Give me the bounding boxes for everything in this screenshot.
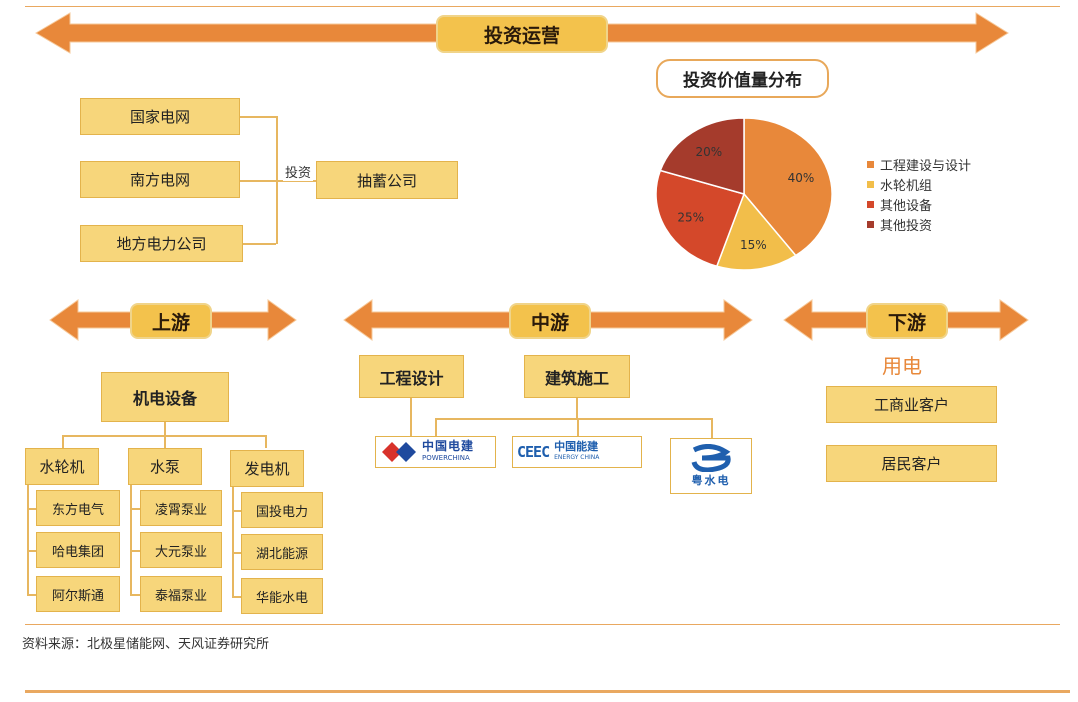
- connector: [232, 596, 241, 598]
- connector: [164, 422, 166, 435]
- pie-slice-label: 25%: [677, 210, 704, 224]
- powerchina-mark-icon: [382, 442, 416, 462]
- investor-local-power: 地方电力公司: [80, 225, 243, 262]
- connector: [711, 418, 713, 438]
- supplier-dongfang: 东方电气: [36, 490, 120, 526]
- energy-china-mark: CEEC: [517, 443, 550, 461]
- section-upstream-label: 上游: [130, 303, 212, 339]
- supplier-alstom: 阿尔斯通: [36, 576, 120, 612]
- supplier-huaneng-hydro: 华能水电: [241, 578, 323, 614]
- supplier-hubei-energy: 湖北能源: [241, 534, 323, 570]
- logo-energy-china: CEEC 中国能建 ENERGY CHINA: [512, 436, 642, 468]
- connector: [130, 485, 132, 595]
- connector: [130, 550, 140, 552]
- legend-item: 其他设备: [867, 194, 971, 214]
- invest-edge-label: 投资: [283, 162, 314, 181]
- pie-title: 投资价值量分布: [656, 59, 829, 98]
- powerchina-cn: 中国电建: [422, 439, 475, 453]
- legend-label: 水轮机组: [880, 178, 933, 194]
- group-generator: 发电机: [230, 450, 304, 487]
- midstream-construction: 建筑施工: [524, 355, 630, 398]
- midstream-design: 工程设计: [359, 355, 464, 398]
- top-rule: [25, 6, 1060, 7]
- yueshuidian-cn: 粤水电: [691, 474, 731, 487]
- connector: [240, 116, 276, 118]
- connector: [232, 510, 241, 512]
- pie-slice-label: 20%: [695, 145, 722, 159]
- legend-item: 水轮机组: [867, 174, 971, 194]
- legend-label: 其他设备: [880, 198, 933, 214]
- connector: [27, 508, 36, 510]
- pie-slice-label: 15%: [740, 238, 767, 252]
- legend-item: 其他投资: [867, 214, 971, 234]
- supplier-sdic-power: 国投电力: [241, 492, 323, 528]
- group-turbine: 水轮机: [25, 448, 99, 485]
- legend-swatch: [867, 200, 874, 208]
- connector: [577, 418, 579, 436]
- connector: [232, 552, 241, 554]
- energy-china-en: ENERGY CHINA: [554, 454, 600, 461]
- connector: [62, 435, 64, 448]
- legend-swatch: [867, 220, 874, 228]
- downstream-title: 用电: [882, 354, 922, 378]
- pumped-storage-company: 抽蓄公司: [316, 161, 458, 199]
- connector: [410, 398, 412, 436]
- pie-slice: [715, 192, 797, 271]
- customer-residential: 居民客户: [826, 445, 997, 482]
- powerchina-en: POWERCHINA: [422, 454, 470, 462]
- supplier-dayuan: 大元泵业: [140, 532, 222, 568]
- logo-powerchina: 中国电建 POWERCHINA: [375, 436, 496, 468]
- connector: [130, 594, 140, 596]
- rule-above-source: [25, 624, 1060, 625]
- connector: [576, 398, 578, 418]
- connector: [27, 550, 36, 552]
- connector: [265, 435, 267, 448]
- connector: [276, 116, 278, 244]
- section-downstream-label: 下游: [866, 303, 948, 339]
- connector: [232, 487, 234, 597]
- logo-yueshuidian: 粤水电: [670, 438, 752, 494]
- supplier-harbin: 哈电集团: [36, 532, 120, 568]
- connector: [435, 418, 712, 420]
- investment-pie-chart: 40% 15% 25% 20%: [655, 117, 833, 271]
- source-note: 资料来源：北极星储能网、天风证券研究所: [22, 637, 270, 652]
- connector: [435, 418, 437, 436]
- legend-label: 其他投资: [880, 218, 933, 234]
- energy-china-cn: 中国能建: [554, 440, 599, 453]
- connector: [164, 435, 166, 448]
- connector: [243, 243, 276, 245]
- pie-slice: [659, 117, 745, 195]
- yueshuidian-mark-icon: [691, 444, 731, 472]
- pie-legend: 工程建设与设计水轮机组其他设备其他投资: [867, 154, 971, 234]
- supplier-taifu: 泰福泵业: [140, 576, 222, 612]
- section-invest-label: 投资运营: [436, 15, 608, 53]
- supplier-lingxiao: 凌霄泵业: [140, 490, 222, 526]
- group-pump: 水泵: [128, 448, 202, 485]
- investor-southern-grid: 南方电网: [80, 161, 240, 198]
- legend-swatch: [867, 180, 874, 188]
- investor-state-grid: 国家电网: [80, 98, 240, 135]
- bottom-rule: [25, 690, 1070, 693]
- connector: [130, 508, 140, 510]
- pie-slice: [743, 117, 833, 257]
- connector: [27, 485, 29, 595]
- customer-commercial: 工商业客户: [826, 386, 997, 423]
- pie-slice: [655, 169, 745, 268]
- legend-item: 工程建设与设计: [867, 154, 971, 174]
- section-midstream-label: 中游: [509, 303, 591, 339]
- legend-label: 工程建设与设计: [880, 158, 972, 174]
- connector: [240, 180, 316, 182]
- pie-slice-label: 40%: [788, 171, 815, 185]
- connector: [27, 594, 36, 596]
- upstream-root-electromechanical: 机电设备: [101, 372, 229, 422]
- legend-swatch: [867, 160, 874, 168]
